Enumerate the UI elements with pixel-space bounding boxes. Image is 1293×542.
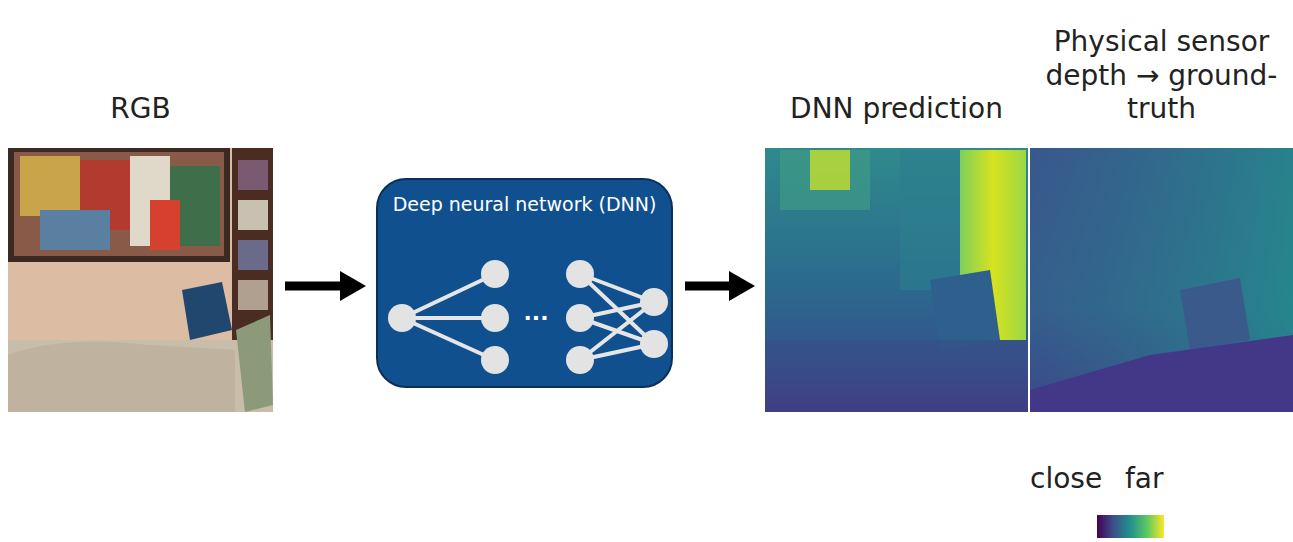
panel-title: Physical sensor depth → ground-truth bbox=[1029, 25, 1293, 126]
network-box: Deep neural network (DNN)... bbox=[376, 178, 673, 388]
arrow-shaft bbox=[285, 282, 342, 291]
image-panel: Physical sensor depth → ground-truth bbox=[1030, 0, 1293, 412]
panel-title: RGB bbox=[110, 92, 170, 126]
image-panel: DNN prediction bbox=[765, 0, 1028, 412]
arrow-head bbox=[729, 271, 755, 301]
ground-truth-depth-map bbox=[1030, 148, 1293, 412]
colorbar-label: close bbox=[1030, 462, 1102, 495]
neuron bbox=[566, 304, 594, 332]
neuron bbox=[481, 260, 509, 288]
panel-header: RGB bbox=[0, 0, 293, 140]
neuron bbox=[388, 304, 416, 332]
neuron bbox=[566, 346, 594, 374]
box-title: Deep neural network (DNN) bbox=[378, 180, 671, 217]
neuron bbox=[640, 330, 668, 358]
ellipsis: ... bbox=[518, 300, 554, 325]
panel-header: Physical sensor depth → ground-truth bbox=[1010, 0, 1293, 140]
rgb-photo bbox=[8, 148, 273, 412]
predicted-depth-map bbox=[765, 148, 1028, 412]
colorbar bbox=[1097, 515, 1164, 538]
arrow-connector bbox=[285, 271, 366, 301]
network-link bbox=[402, 274, 495, 318]
neuron bbox=[481, 346, 509, 374]
neuron bbox=[640, 288, 668, 316]
neuron bbox=[481, 304, 509, 332]
neuron bbox=[566, 260, 594, 288]
colorbar-label: far bbox=[1125, 462, 1164, 495]
arrow-connector bbox=[685, 271, 755, 301]
panel-title: DNN prediction bbox=[790, 92, 1003, 126]
panel-header: DNN prediction bbox=[745, 0, 1048, 140]
network-link bbox=[402, 318, 495, 360]
image-panel: RGB bbox=[8, 0, 273, 412]
arrow-shaft bbox=[685, 282, 731, 291]
arrow-head bbox=[340, 271, 366, 301]
